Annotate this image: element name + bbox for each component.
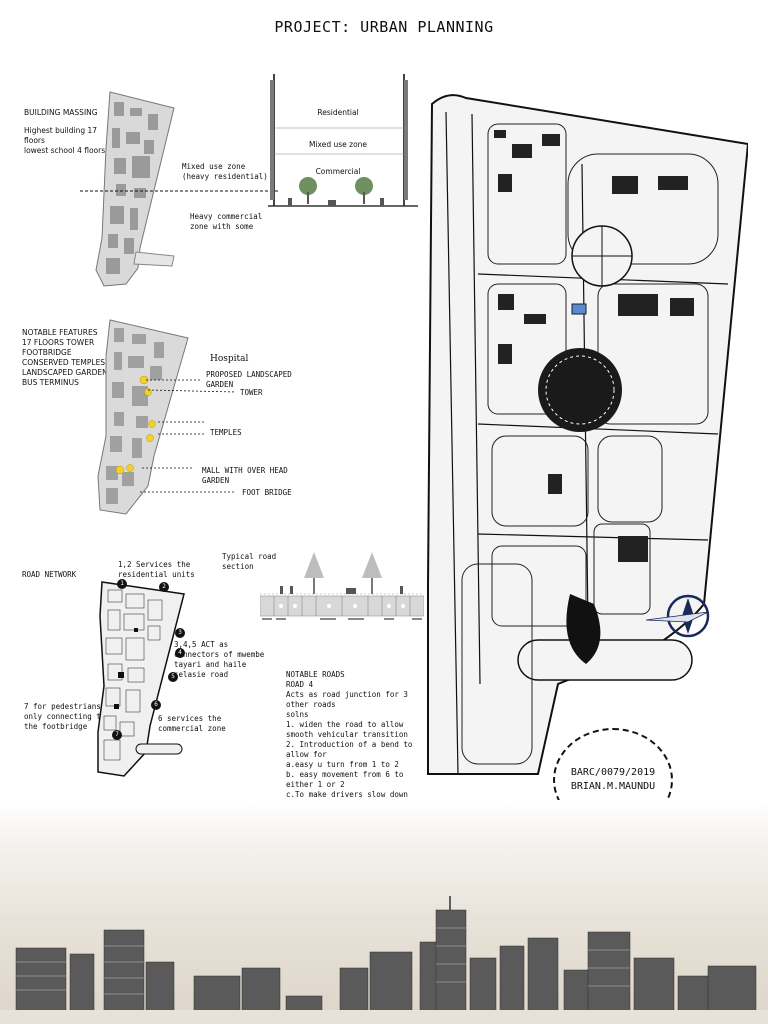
- road-section-label: Typical road section: [222, 552, 277, 571]
- section-residential: Residential: [317, 108, 359, 117]
- roads-note-345: 3,4,5 ACT as connectors of mwembe tayari…: [174, 640, 265, 679]
- compass-icon: [645, 594, 710, 638]
- massing-heading: BUILDING MASSING: [24, 108, 98, 117]
- features-temples: TEMPLES: [210, 428, 242, 437]
- page-title: PROJECT: URBAN PLANNING: [274, 18, 494, 36]
- massing-plan: [95, 91, 175, 287]
- massing-divider: [80, 190, 280, 192]
- features-heading: NOTABLE FEATURES 17 FLOORS TOWER FOOTBRI…: [22, 328, 113, 387]
- section-commercial: Commercial: [315, 167, 361, 176]
- skyline-illustration: [0, 896, 768, 1024]
- road-marker-2: 2: [159, 582, 169, 592]
- features-mall: MALL WITH OVER HEAD GARDEN: [202, 466, 288, 485]
- features-leaders: [140, 379, 237, 493]
- tree-icon: [299, 177, 317, 204]
- stamp-reg-number: BARC/0079/2019: [570, 767, 656, 778]
- road-marker-7: 7: [112, 730, 122, 740]
- road-marker-5: 5: [168, 672, 178, 682]
- road-marker-6: 6: [151, 700, 161, 710]
- massing-label-mixed: Mixed use zone (heavy residential): [182, 162, 268, 181]
- tree-icon: [362, 552, 382, 594]
- road-marker-1: 1: [117, 579, 127, 589]
- building-icon: [15, 909, 757, 1013]
- massing-label-commercial: Heavy commercial zone with some: [190, 212, 263, 231]
- road-section-diagram: [260, 552, 424, 620]
- road-marker-4: 4: [175, 648, 185, 658]
- features-garden: PROPOSED LANDSCAPED GARDEN: [206, 370, 292, 389]
- features-hospital: Hospital: [210, 354, 249, 364]
- stamp-author-name: BRIAN.M.MAUNDU: [570, 781, 656, 792]
- road-marker-3: 3: [175, 628, 185, 638]
- road-network-plan: [97, 581, 185, 777]
- roads-note-6: 6 services the commercial zone: [158, 714, 226, 733]
- building-section: [268, 74, 418, 207]
- section-mixed: Mixed use zone: [308, 140, 368, 149]
- tree-icon: [355, 177, 373, 204]
- massing-note: Highest building 17 floors lowest school…: [24, 126, 106, 155]
- tree-icon: [304, 552, 324, 594]
- roads-note-12: 1,2 Services the residential units: [118, 560, 195, 579]
- features-tower: TOWER: [240, 388, 263, 397]
- features-plan: [97, 319, 189, 515]
- roads-heading: ROAD NETWORK: [22, 570, 77, 579]
- main-site-plan: [427, 94, 748, 775]
- features-footbridge: FOOT BRIDGE: [242, 488, 292, 497]
